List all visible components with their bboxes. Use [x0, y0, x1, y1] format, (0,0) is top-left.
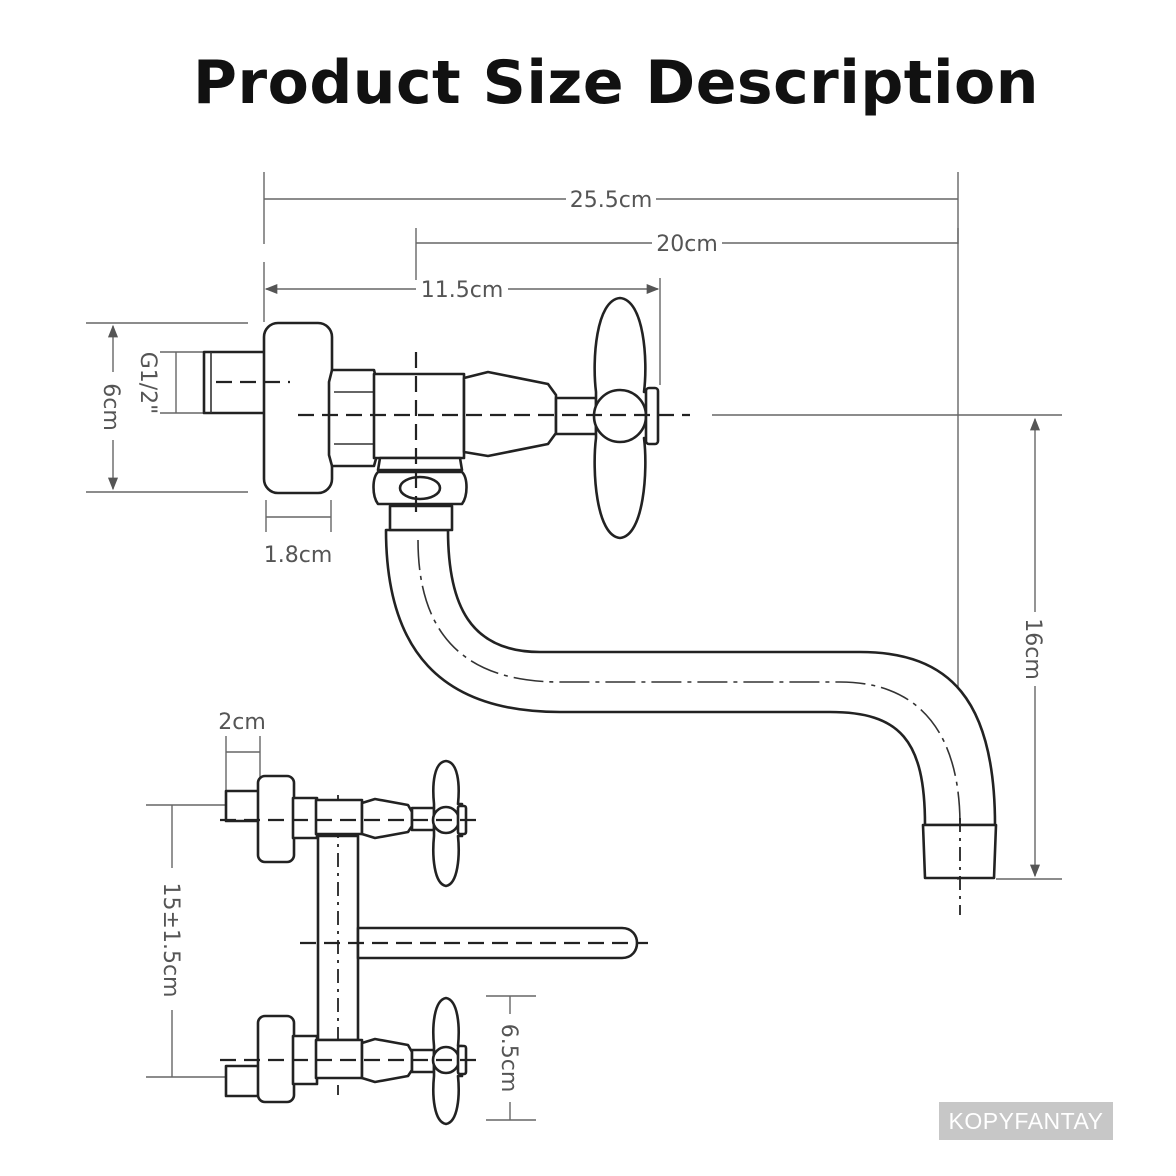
faucet-front-view [220, 759, 648, 1126]
hex-nut [327, 368, 379, 468]
watermark: KOPYFANTAY [939, 1102, 1113, 1140]
dimension-handle-offset: 6.5cm [486, 995, 536, 1121]
inlet-thread [202, 350, 268, 415]
wall-flange [262, 321, 334, 495]
flange-depth-label: 1.8cm [264, 543, 333, 568]
dimension-spout-height: 16cm [712, 414, 1062, 880]
lower-valve [220, 996, 480, 1126]
center-distance-label: 15±1.5cm [158, 883, 183, 998]
spout-pipe [384, 528, 997, 827]
flange-height-label: 6cm [98, 383, 123, 431]
inlet-length-label: 2cm [218, 710, 266, 735]
dimension-center-distance: 15±1.5cm [146, 804, 262, 1078]
total-length-label: 25.5cm [570, 188, 653, 213]
dimension-flange-depth: 1.8cm [264, 500, 333, 568]
handle-offset-label: 6.5cm [496, 1024, 521, 1093]
dimension-body-length: 11.5cm [263, 262, 661, 385]
thread-label: G1/2" [135, 352, 160, 415]
upper-valve [220, 759, 480, 888]
dimension-total-length: 25.5cm [263, 172, 959, 244]
spout-reach-label: 20cm [656, 232, 718, 257]
body-length-label: 11.5cm [421, 278, 504, 303]
dimension-thread: G1/2" [135, 351, 206, 415]
faucet-side-view [202, 296, 998, 915]
spout-height-label: 16cm [1020, 618, 1045, 680]
dimension-flange-height: 6cm [86, 322, 248, 493]
dimension-spout-reach: 20cm [415, 228, 959, 880]
page-title: Product Size Description [193, 48, 1039, 118]
